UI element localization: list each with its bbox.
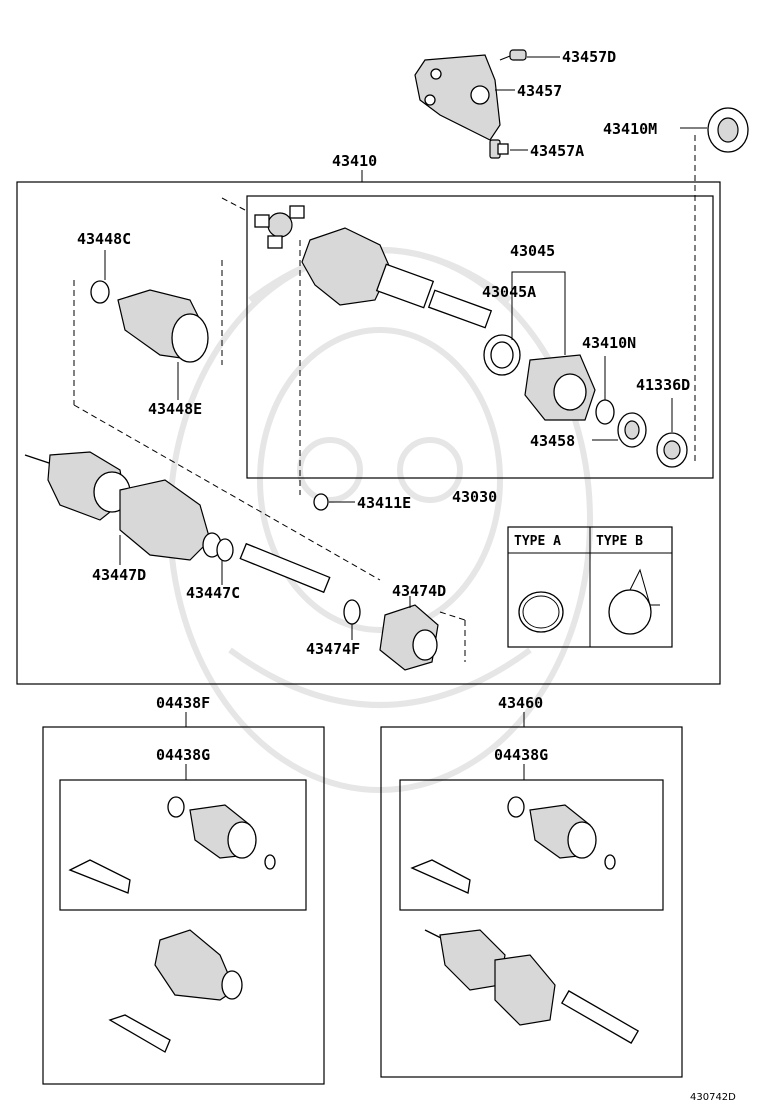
part-label-43411E[interactable]: 43411E [357, 494, 411, 512]
clamp-43474F[interactable] [343, 599, 361, 625]
part-label-43460[interactable]: 43460 [498, 694, 543, 712]
shaft-assy-box-43460 [380, 726, 683, 1078]
part-label-43410N[interactable]: 43410N [582, 334, 636, 352]
clamp-type-b-icon [608, 568, 660, 635]
boot-kit-box-04438F [42, 726, 325, 1085]
tripod-joint[interactable] [254, 205, 305, 249]
type-a-label: TYPE A [514, 534, 561, 549]
part-label-43447D[interactable]: 43447D [92, 566, 146, 584]
outboard-cv-joint[interactable] [301, 227, 493, 329]
part-label-43448C[interactable]: 43448C [77, 230, 131, 248]
diagram-reference-code: 430742D [690, 1092, 736, 1103]
bolt-43457A[interactable] [489, 139, 509, 159]
boot-clamp-43448C[interactable] [90, 280, 110, 304]
part-label-43458[interactable]: 43458 [530, 432, 575, 450]
part-label-43448E[interactable]: 43448E [148, 400, 202, 418]
dust-seal-43410M[interactable] [707, 107, 749, 153]
part-label-41336D[interactable]: 41336D [636, 376, 690, 394]
part-label-43457A[interactable]: 43457A [530, 142, 584, 160]
kit-boot-right[interactable] [410, 796, 616, 894]
outboard-joint-box [246, 195, 714, 479]
part-label-43457[interactable]: 43457 [517, 82, 562, 100]
seal-41336D[interactable] [656, 432, 688, 468]
bolt-43457D[interactable] [499, 49, 527, 61]
part-label-43474F[interactable]: 43474F [306, 640, 360, 658]
drive-shaft-assembly-box [16, 181, 721, 685]
clamp-type-legend: TYPE A TYPE B [507, 526, 673, 648]
kit-shaft-assembly-right[interactable] [424, 929, 640, 1044]
kit-boot-left-lower[interactable] [108, 929, 243, 1053]
part-label-43045[interactable]: 43045 [510, 242, 555, 260]
type-b-label: TYPE B [596, 534, 643, 549]
boot-kit-inner-box-right [399, 779, 664, 911]
snap-ring-43045A[interactable] [483, 334, 521, 376]
bearing-43458[interactable] [617, 412, 647, 448]
boot-kit-inner-box-left [59, 779, 307, 911]
inboard-joint-assembly[interactable] [24, 451, 331, 594]
part-label-04438G-right[interactable]: 04438G [494, 746, 548, 764]
inboard-boot-43045[interactable] [524, 354, 596, 421]
part-label-43410M[interactable]: 43410M [603, 120, 657, 138]
part-label-43030[interactable]: 43030 [452, 488, 497, 506]
damper-43474D[interactable] [379, 604, 439, 671]
bearing-bracket-43457[interactable] [414, 54, 501, 141]
snap-ring-43411E[interactable] [313, 493, 329, 511]
part-label-43045A[interactable]: 43045A [482, 283, 536, 301]
part-label-43410[interactable]: 43410 [332, 152, 377, 170]
boot-43448E[interactable] [117, 289, 209, 363]
clamp-type-a-icon [518, 591, 564, 633]
part-label-04438F[interactable]: 04438F [156, 694, 210, 712]
kit-boot-left[interactable] [68, 796, 276, 894]
ring-43410N[interactable] [595, 399, 615, 425]
part-label-04438G-left[interactable]: 04438G [156, 746, 210, 764]
part-label-43474D[interactable]: 43474D [392, 582, 446, 600]
part-label-43447C[interactable]: 43447C [186, 584, 240, 602]
part-label-43457D[interactable]: 43457D [562, 48, 616, 66]
